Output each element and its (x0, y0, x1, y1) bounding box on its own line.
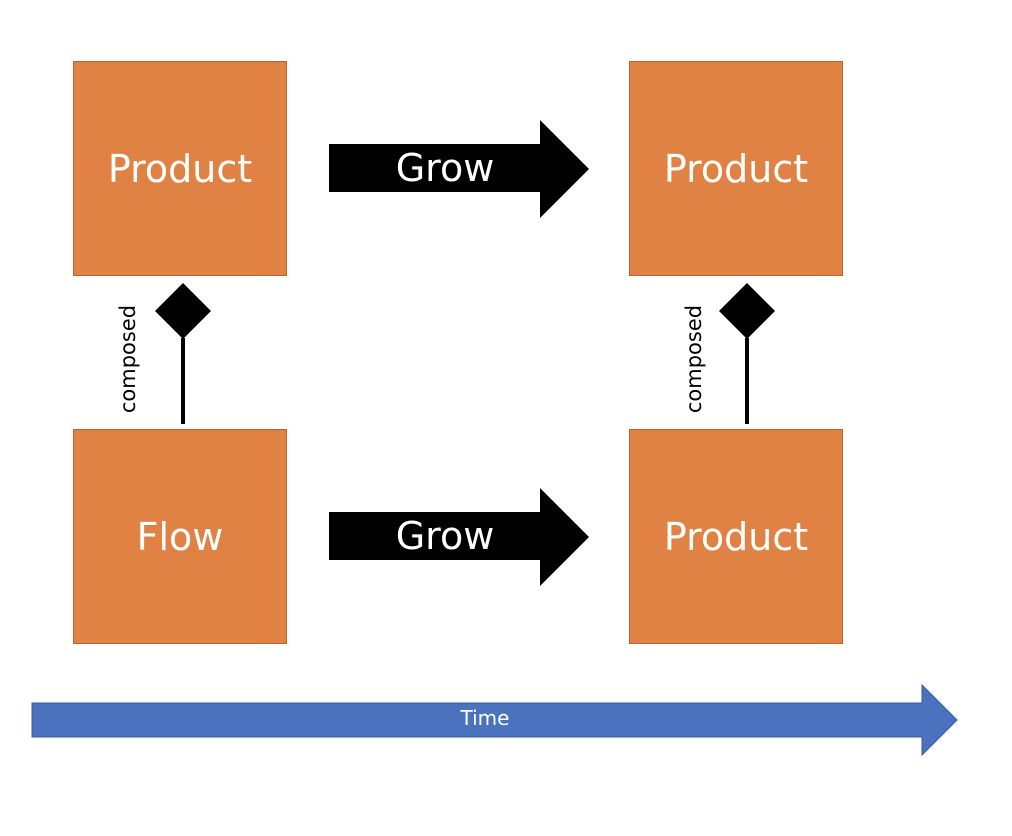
box-bottom-right: Product (629, 429, 843, 644)
grow-arrow-bottom-label: Grow (395, 514, 495, 558)
composition-diamond-left (155, 283, 211, 424)
box-top-left-label: Product (107, 146, 253, 191)
box-bottom-left: Flow (73, 429, 287, 644)
composed-label-left: composed (116, 304, 140, 414)
box-bottom-left-label: Flow (136, 514, 224, 559)
time-label: Time (460, 706, 510, 730)
composition-link-right (717, 280, 777, 430)
grow-arrow-bottom: Grow (329, 488, 589, 586)
grow-arrow-top-shape (329, 120, 589, 218)
composition-diamond-right (719, 283, 775, 424)
box-bottom-right-label: Product (663, 514, 809, 559)
box-top-right-label: Product (663, 146, 809, 191)
box-top-left: Product (73, 61, 287, 276)
time-arrow (31, 683, 959, 757)
composition-link-left (153, 280, 213, 430)
grow-arrow-bottom-shape (329, 488, 589, 586)
grow-arrow-top: Grow (329, 120, 589, 218)
composed-label-right: composed (682, 304, 706, 414)
box-top-right: Product (629, 61, 843, 276)
time-arrow-shape (31, 683, 958, 757)
grow-arrow-top-label: Grow (395, 146, 495, 190)
